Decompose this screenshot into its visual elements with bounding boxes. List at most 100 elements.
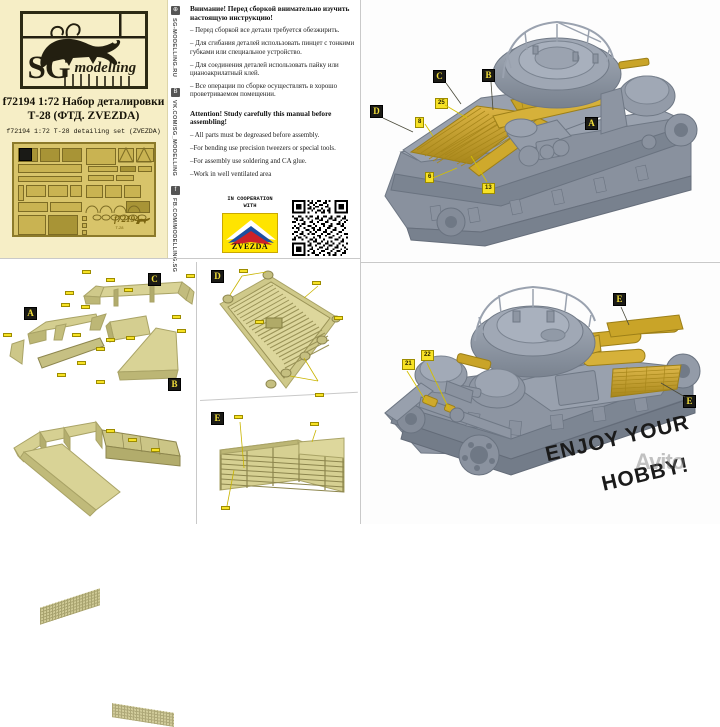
globe-icon: ⊕ — [171, 6, 180, 15]
part-label-25b — [315, 393, 324, 397]
fret-arcs-icon — [85, 205, 140, 214]
cooperation-line2: WITH — [243, 203, 257, 209]
photo-bottom-label-21: 21 — [402, 359, 415, 370]
louvre-grille-artwork — [219, 421, 345, 507]
part-label-12 — [234, 415, 243, 419]
panel-badge-d: D — [211, 270, 224, 283]
tank-photo-top: D C B A 25 8 6 13 — [361, 0, 720, 261]
panel-d-diagram: D — [198, 262, 360, 402]
photo-top-badge-a: A — [585, 117, 598, 130]
part-label-17b — [96, 380, 105, 384]
divider-horizontal-right — [360, 262, 720, 263]
social-link-website[interactable]: SG-MODELLING.RU — [171, 18, 177, 78]
product-title-ru-line2: Т-28 (ФТД. ZVEZDA) — [27, 109, 140, 122]
photo-bottom-badge-e2: E — [683, 395, 696, 408]
part-label-16 — [3, 333, 12, 337]
photo-top-badge-b: B — [482, 69, 495, 82]
part-label-1b — [96, 347, 105, 351]
part-label-1d — [151, 448, 160, 452]
sg-modelling-logo: SG modelling — [19, 11, 148, 89]
instruction-en-4: –Work in well ventilated area — [190, 171, 272, 179]
grille-plate-artwork — [219, 270, 341, 389]
zvezda-logo: ZVEZDA — [222, 213, 278, 253]
tank-render-top — [361, 0, 720, 261]
instruction-ru-2: – Для сгибания деталей использовать пинц… — [190, 40, 355, 56]
part-label-9 — [72, 333, 81, 337]
product-title-ru: f72194 1:72 Набор деталировки Т-28 (ФТД.… — [0, 96, 167, 123]
part-label-5a — [82, 270, 91, 274]
zvezda-star-icon — [226, 220, 276, 245]
part-label-20 — [334, 316, 343, 320]
fret-triangles-icon — [117, 147, 152, 163]
part-label-5b — [124, 288, 133, 292]
instructions-heading-en: Attention! Study carefully this manual b… — [190, 108, 332, 127]
zvezda-wordmark: ZVEZDA — [231, 242, 269, 251]
part-label-2b — [128, 438, 137, 442]
fret-code-text: f72194 — [114, 214, 140, 224]
panel-badge-c: C — [148, 273, 161, 286]
fret-bear-icon — [135, 217, 150, 224]
instructions-heading-ru: Внимание! Перед сборкой внимательно изуч… — [190, 4, 350, 22]
product-info-panel: SG modelling f72194 1:72 Набор деталиров… — [0, 0, 168, 258]
panel-badge-e: E — [211, 412, 224, 425]
part-label-10b — [126, 336, 135, 340]
parts-diagram-left: A C B — [0, 148, 196, 727]
cooperation-block: IN COOPERATION WITH ZVEZDA — [218, 196, 282, 253]
divider-vertical-parts — [196, 262, 197, 524]
part-label-24a — [65, 291, 74, 295]
qr-code[interactable] — [292, 200, 348, 256]
logo-sg-text: SG — [27, 50, 71, 86]
photo-top-label-25: 25 — [435, 98, 448, 109]
product-title-en: f72194 1:72 T-28 detailing set (ZVEZDA) — [6, 128, 161, 135]
instruction-ru-3: – Для соединения деталей использовать па… — [190, 61, 339, 77]
tank-render-bottom — [361, 263, 720, 524]
product-title-ru-line1: f72194 1:72 Набор деталировки — [2, 96, 165, 108]
panel-badge-a: A — [24, 307, 37, 320]
avito-watermark: Avito — [635, 449, 685, 475]
part-label-10a — [61, 303, 70, 307]
panel-e-diagram: E — [198, 408, 360, 524]
part-label-5c — [186, 274, 195, 278]
photo-bottom-label-22: 22 — [421, 350, 434, 361]
instruction-ru-4: – Все операции по сборке осуществлять в … — [190, 83, 338, 99]
bear-logo-icon — [22, 14, 145, 86]
vk-icon: B — [171, 88, 180, 97]
instruction-en-2: –For bending use precision tweezers or s… — [190, 145, 336, 152]
part-label-1a — [57, 373, 66, 377]
avito-watermark-text: Avito — [635, 449, 685, 474]
photo-top-badge-c: C — [433, 70, 446, 83]
part-label-11 — [221, 506, 230, 510]
instructions-block: Внимание! Перед сборкой внимательно изуч… — [190, 4, 360, 185]
part-label-19 — [312, 281, 321, 285]
social-link-vk[interactable]: VK.COM/SG_MODELLING — [171, 100, 177, 177]
part-label-1c — [106, 429, 115, 433]
part-label-4a — [106, 278, 115, 282]
instruction-en-3: –For assembly use soldering and CA glue. — [190, 158, 307, 166]
part-label-25a — [239, 269, 248, 273]
part-label-24b — [177, 329, 186, 333]
instruction-ru-1: – Перед сборкой все детали требуется обе… — [190, 27, 340, 35]
divider-horizontal-left — [0, 258, 360, 259]
part-label-13 — [255, 320, 264, 324]
panel-badge-b: B — [168, 378, 181, 391]
part-label-2a — [77, 361, 86, 365]
fender-assembly-artwork — [13, 420, 181, 517]
social-links-bar: ⊕ SG-MODELLING.RU B VK.COM/SG_MODELLING … — [168, 0, 188, 273]
tank-photo-bottom: 21 22 E E ENJOY YOUR HOBBY! Avito — [361, 263, 720, 524]
logo-modelling-text: modelling — [74, 60, 137, 76]
photoetch-fret-image: f72194 T-28 — [11, 142, 156, 237]
instruction-en-1: – All parts must be degreased before ass… — [190, 131, 320, 139]
photo-top-label-6: 6 — [425, 172, 435, 183]
social-link-facebook[interactable]: FB.COM/MODELLING.SG — [171, 198, 177, 273]
photo-top-label-13: 13 — [482, 183, 495, 194]
part-label-18 — [172, 315, 181, 319]
photo-top-label-8: 8 — [415, 117, 425, 128]
cooperation-line1: IN COOPERATION — [227, 196, 273, 202]
fender-parts-artwork — [9, 281, 195, 381]
photo-bottom-badge-e1: E — [613, 293, 626, 306]
part-label-16b — [310, 422, 319, 426]
facebook-icon: f — [171, 186, 180, 195]
part-label-15 — [106, 338, 115, 342]
fret-sub-text: T-28 — [115, 225, 124, 230]
